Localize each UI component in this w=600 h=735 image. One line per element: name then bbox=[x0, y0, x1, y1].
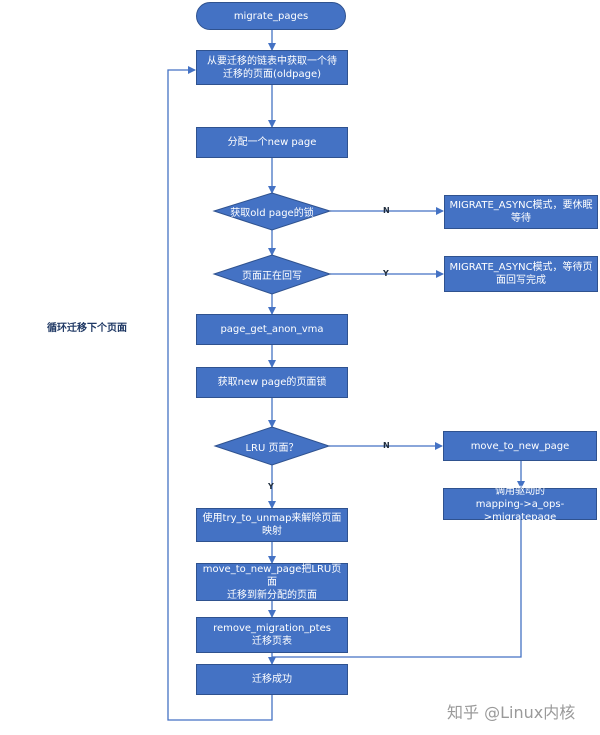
node-migrate-pages: migrate_pages bbox=[196, 2, 346, 30]
edge-label-lru-no: N bbox=[383, 441, 390, 450]
node-async-writeback-wait: MIGRATE_ASYNC模式，等待页 面回写完成 bbox=[444, 256, 598, 292]
watermark: 知乎 @Linux内核 bbox=[447, 703, 576, 722]
diamond-shape-lock bbox=[212, 192, 332, 231]
node-move-lru-page: move_to_new_page把LRU页面 迁移到新分配的页面 bbox=[196, 563, 348, 601]
node-remove-migration-ptes: remove_migration_ptes 迁移页表 bbox=[196, 617, 348, 653]
node-page-get-anon-vma: page_get_anon_vma bbox=[196, 314, 348, 345]
node-driver-migratepage: 调用驱动的 mapping->a_ops->migratepage bbox=[443, 486, 597, 523]
diamond-shape-lru bbox=[213, 426, 331, 466]
node-move-to-new-page: move_to_new_page bbox=[443, 431, 597, 461]
arrow-driver-to-success bbox=[272, 520, 522, 658]
node-take-old-page: 从要迁移的链表中获取一个待 迁移的页面(oldpage) bbox=[196, 50, 348, 85]
node-migrate-success: 迁移成功 bbox=[196, 664, 348, 695]
node-try-to-unmap: 使用try_to_unmap来解除页面 映射 bbox=[196, 508, 348, 542]
diamond-shape-writeback bbox=[212, 254, 332, 295]
node-async-sleep-wait: MIGRATE_ASYNC模式，要休眠 等待 bbox=[444, 195, 598, 229]
decision-lock-old-page: 获取old page的锁 bbox=[230, 208, 314, 219]
node-alloc-new-page: 分配一个new page bbox=[196, 127, 348, 158]
edge-label-lock-no: N bbox=[383, 206, 390, 215]
edge-label-writeback-yes: Y bbox=[383, 269, 389, 278]
arrow-loop-back bbox=[167, 66, 273, 721]
edge-label-lru-yes: Y bbox=[268, 482, 274, 491]
decision-writeback: 页面正在回写 bbox=[242, 271, 302, 282]
decision-lru-page: LRU 页面？ bbox=[245, 442, 299, 454]
node-lock-new-page: 获取new page的页面锁 bbox=[196, 367, 348, 398]
loop-label: 循环迁移下个页面 bbox=[47, 323, 127, 334]
